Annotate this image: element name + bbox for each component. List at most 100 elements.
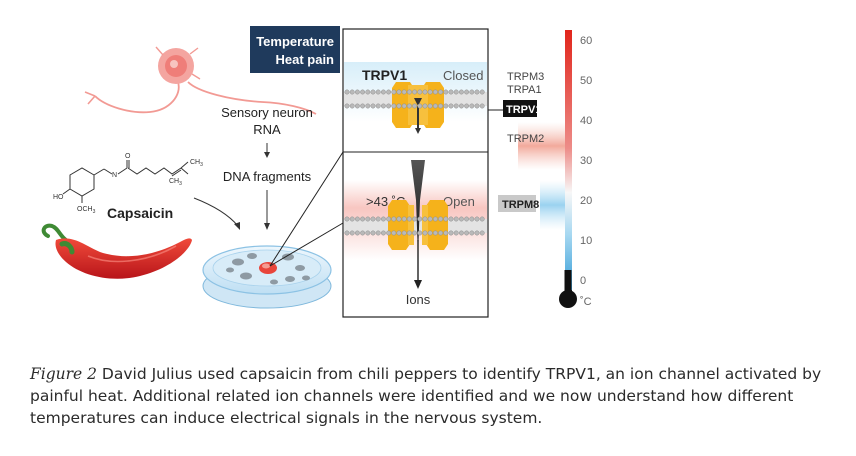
arrow-down-icon [264,143,270,158]
lipid-bead [448,216,454,222]
lipid-bead [427,89,433,95]
lipid-bead [406,103,412,109]
lipid-bead [344,230,350,236]
lipid-bead [375,216,381,222]
atom-ho: HO [53,194,64,201]
lipid-bead [360,230,366,236]
lipid-bead [380,230,386,236]
lipid-bead [349,103,355,109]
lipid-bead [380,103,386,109]
capsaicin-molecule [62,160,189,203]
lipid-bead [417,230,423,236]
lipid-bead [391,89,397,95]
lipid-bead [349,216,355,222]
petri-dish-illustration [202,245,332,309]
lipid-bead [474,103,480,109]
lipid-bead [386,89,392,95]
channel-trpm3: TRPM3 [507,71,544,83]
lipid-bead [443,216,449,222]
lipid-bead [432,89,438,95]
header-heat-pain: Heat pain [275,52,334,67]
lipid-bead [417,89,423,95]
lipid-bead [443,230,449,236]
lipid-bead [406,230,412,236]
lipid-bead [443,103,449,109]
sensory-neuron-illustration [84,46,317,115]
lipid-bead [412,103,418,109]
channel-name: TRPV1 [362,67,407,83]
zoom-lines [269,151,344,267]
lipid-bead [412,230,418,236]
lipid-bead [474,89,480,95]
scale-tick-40: 40 [580,115,592,127]
lipid-bead [448,103,454,109]
scale-tick-50: 50 [580,75,592,87]
lipid-bead [370,216,376,222]
lipid-bead [344,103,350,109]
header-temperature: Temperature [256,34,334,49]
curved-arrow-icon [193,197,240,230]
lipid-bead [438,89,444,95]
lipid-bead [380,216,386,222]
lipid-bead [458,216,464,222]
channel-trpv1: TRPV1 [506,104,541,116]
lipid-bead [375,89,381,95]
lipid-bead [422,230,428,236]
membrane-lipids [344,89,485,236]
lipid-bead [354,103,360,109]
trpv1-open-channel [388,160,448,289]
neuron-label-line1: Sensory neuron [221,105,313,120]
lipid-bead [417,103,423,109]
lipid-bead [360,216,366,222]
lipid-bead [438,230,444,236]
lipid-bead [391,216,397,222]
atom-n: N [112,172,117,179]
lipid-bead [386,103,392,109]
channel-trpm8: TRPM8 [502,199,539,211]
lipid-bead [354,230,360,236]
scale-tick-0: 0 [580,275,586,287]
neuron-label-line2: RNA [253,122,281,137]
lipid-bead [396,216,402,222]
lipid-bead [396,230,402,236]
lipid-bead [365,216,371,222]
lipid-bead [417,216,423,222]
channel-trpm2: TRPM2 [507,133,544,145]
atom-och3: OCH3 [77,206,96,215]
lipid-bead [479,216,485,222]
lipid-bead [396,89,402,95]
lipid-bead [370,89,376,95]
membrane-open [344,219,487,233]
scale-tick-60: 60 [580,35,592,47]
lipid-bead [386,230,392,236]
lipid-bead [396,103,402,109]
lipid-bead [479,89,485,95]
lipid-bead [386,216,392,222]
figure-diagram: Sensory neuron RNA DNA fragments HO OCH3… [41,26,592,318]
lipid-bead [448,230,454,236]
lipid-bead [370,103,376,109]
lipid-bead [474,230,480,236]
lipid-bead [479,230,485,236]
lipid-bead [354,89,360,95]
scale-tick-10: 10 [580,235,592,247]
channel-trpa1: TRPA1 [507,84,542,96]
capsaicin-label: Capsaicin [107,205,173,221]
thermometer [518,30,577,308]
state-open: Open [443,194,475,209]
lipid-bead [469,103,475,109]
lipid-bead [401,230,407,236]
trpv1-highlight-box [503,100,537,117]
lipid-bead [427,216,433,222]
atom-ch3-b: CH3 [169,178,182,187]
lipid-bead [427,103,433,109]
lipid-bead [453,216,459,222]
unit-celsius: ˚C [580,296,592,308]
lipid-bead [458,89,464,95]
lipid-bead [344,89,350,95]
lipid-bead [464,230,470,236]
lipid-bead [406,89,412,95]
lipid-bead [469,230,475,236]
scale-tick-30: 30 [580,155,592,167]
